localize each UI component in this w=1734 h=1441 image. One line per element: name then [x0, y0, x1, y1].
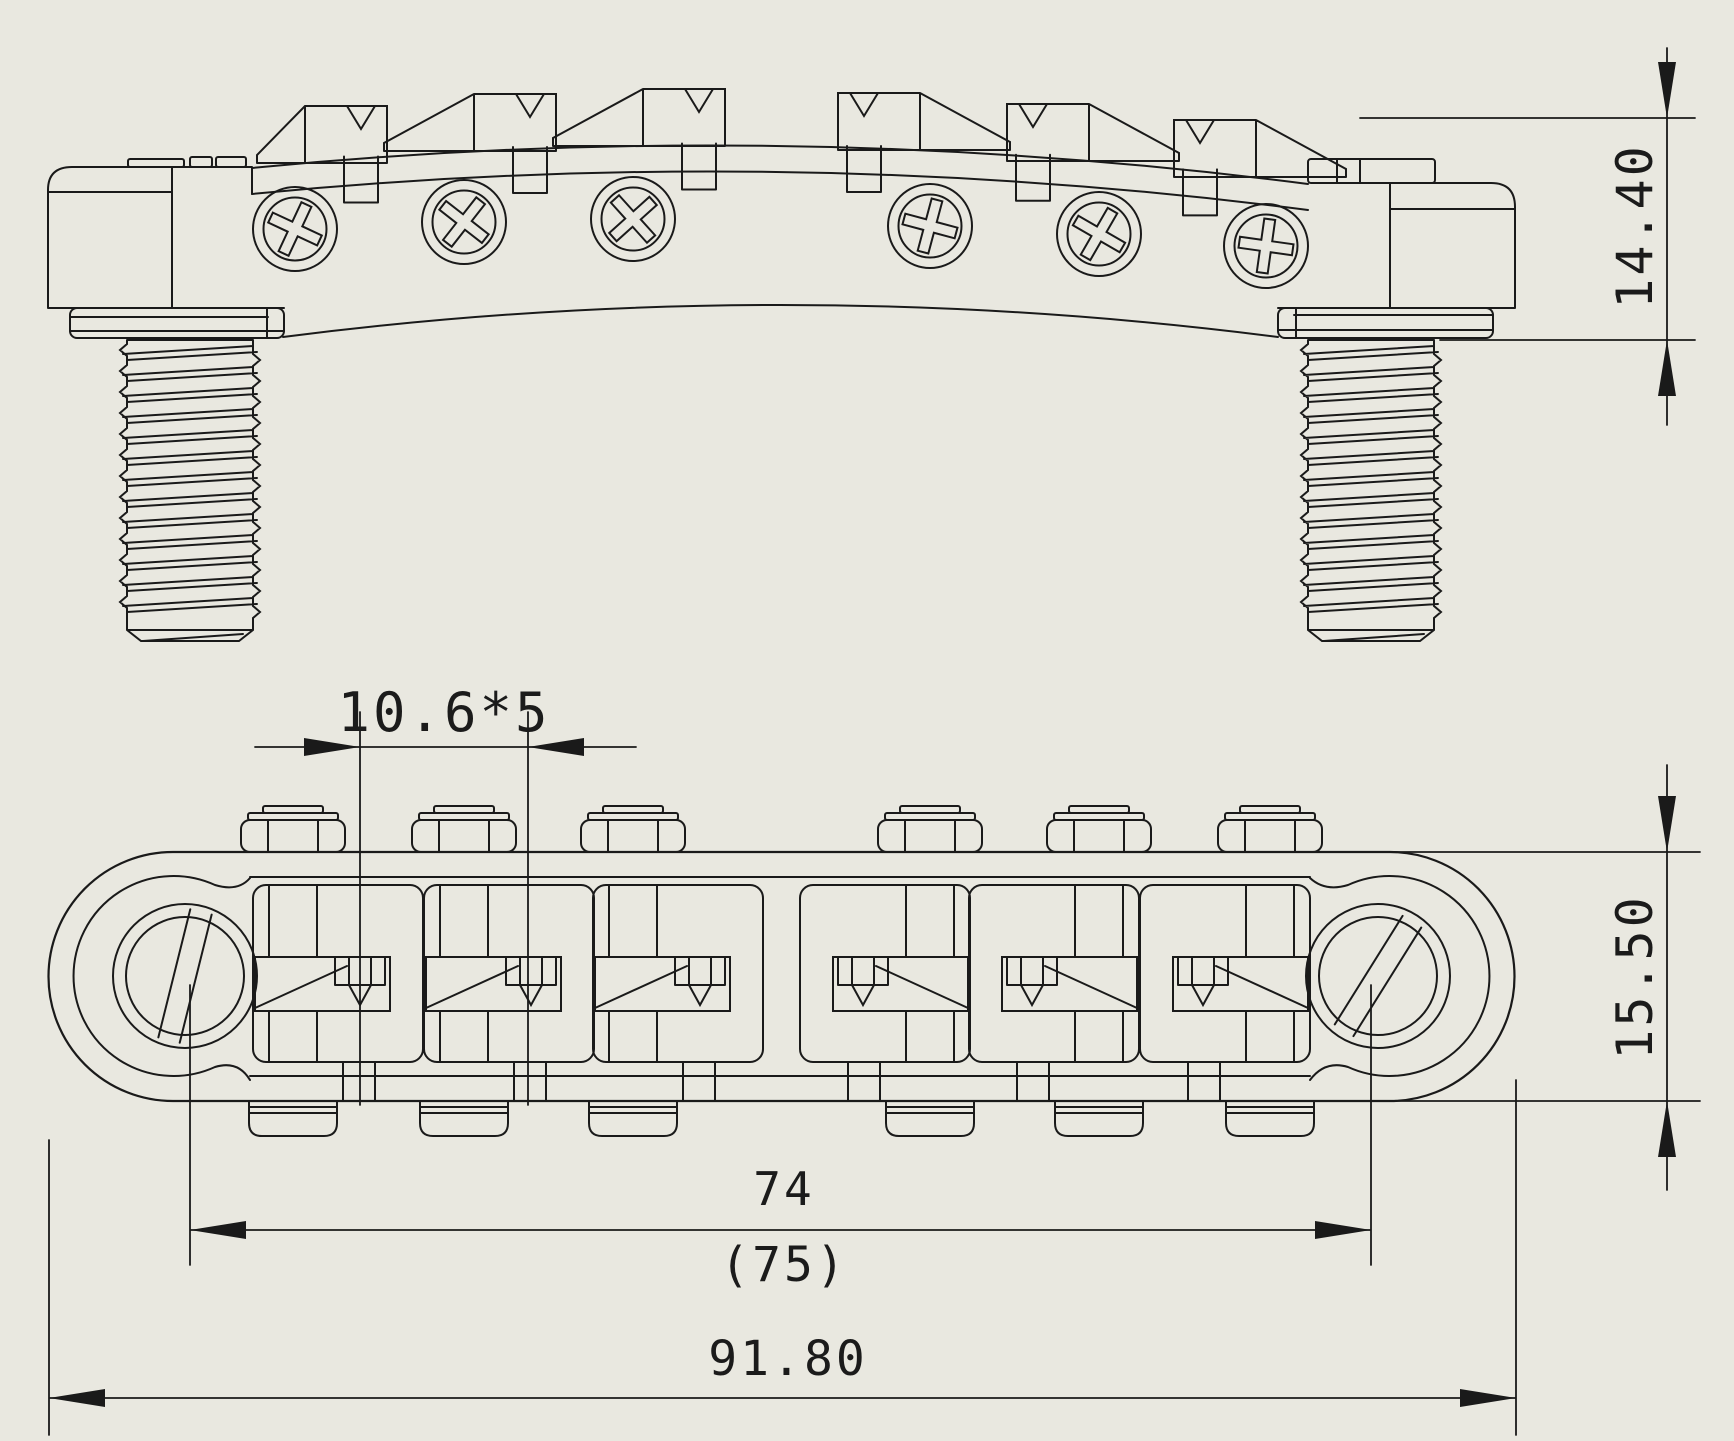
dim-post-spacing-ref-label: (75): [720, 1237, 848, 1293]
drawing-linework: [47, 47, 1701, 1436]
dim-post-spacing-label: 74: [753, 1162, 814, 1216]
dim-body-width-label: 15.50: [1606, 894, 1664, 1060]
dim-bridge-height-label: 14.40: [1606, 143, 1664, 309]
dim-overall-length-label: 91.80: [708, 1331, 868, 1387]
dim-string-pitch-label: 10.6*5: [337, 681, 550, 744]
